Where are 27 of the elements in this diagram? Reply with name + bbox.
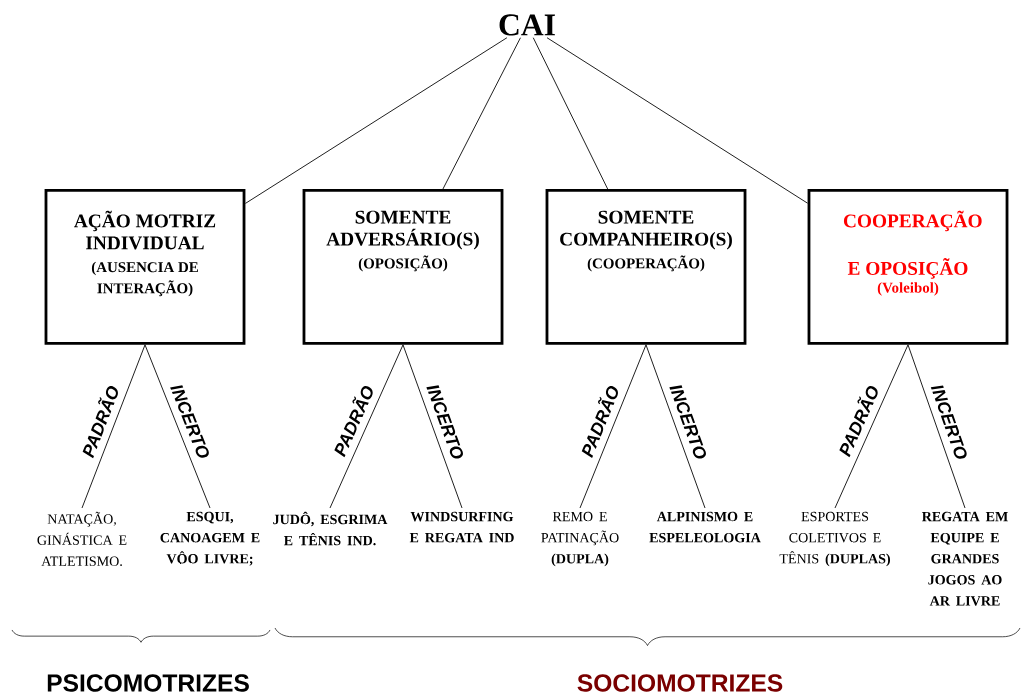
connector-line (144, 344, 211, 509)
activity-text: REMO E PATINAÇÃO (DUPLA) (541, 511, 619, 567)
connector-line (532, 37, 609, 190)
category-box: SOMENTE COMPANHEIRO(S) (COOPERAÇÃO) (545, 189, 747, 345)
connector-line (402, 344, 463, 509)
activity-text: JUDÔ, ESGRIMA E TÊNIS IND. (273, 511, 388, 546)
root-label: CAI (499, 14, 555, 36)
group-label: PSICOMOTRIZES (47, 674, 249, 692)
category-box: COOPERAÇÃO E OPOSIÇÃO (Voleibol) (807, 189, 1009, 345)
activity-text: ESQUI, CANOAGEM E VÔO LIVRE; (160, 511, 260, 566)
activity-text: ESPORTES COLETIVOS E TÊNIS (DUPLAS) (779, 511, 890, 567)
connector-line (81, 344, 146, 509)
connector-line (546, 37, 809, 204)
activity-text: ALPINISMO E ESPELEOLOGIA (649, 511, 761, 543)
connector-line (907, 344, 966, 509)
connector-line (645, 344, 706, 509)
activity-text: NATAÇÃO, GINÁSTICA E ATLETISMO. (37, 511, 127, 566)
activity-text: WINDSURFING E REGATA IND (409, 511, 514, 543)
connector-line (834, 344, 909, 509)
category-box: AÇÃO MOTRIZ INDIVIDUAL (AUSENCIA DE INTERAÇÃO) (44, 189, 246, 345)
group-label: SOCIOMOTRIZES (577, 674, 783, 692)
connector-line (329, 344, 404, 509)
connector-line (442, 37, 521, 190)
category-box: SOMENTE ADVERSÁRIO(S) (OPOSIÇÃO) (302, 189, 504, 345)
connector-line (245, 37, 508, 204)
connector-line (579, 344, 647, 509)
activity-text: REGATA EM EQUIPE E GRANDES JOGOS AO AR LIVRE (921, 511, 1008, 606)
